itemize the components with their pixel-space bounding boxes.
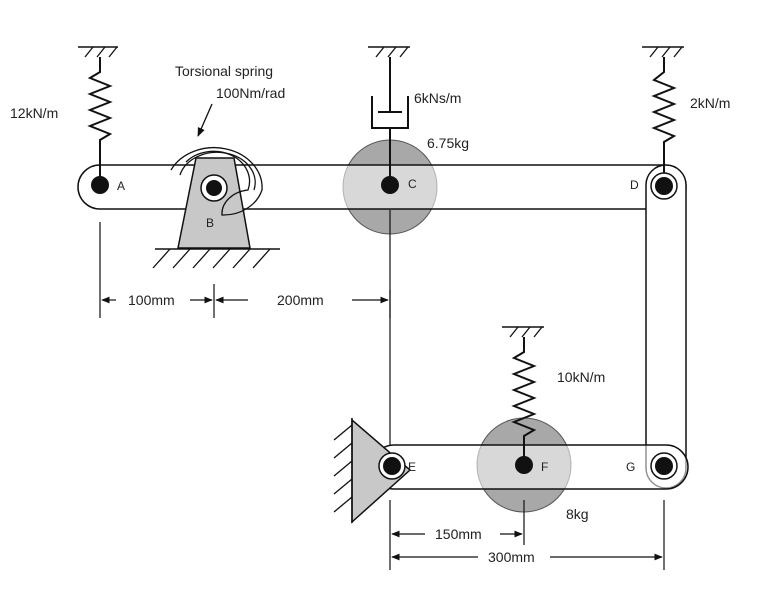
stiffness-label-f: 10kN/m <box>557 369 605 385</box>
point-label-e: E <box>408 460 416 474</box>
dimension-label-bc: 200mm <box>277 292 324 308</box>
vertical-link-dg <box>645 164 687 489</box>
torsion-arrow <box>197 103 213 137</box>
point-label-f: F <box>541 460 548 474</box>
joint-a <box>91 176 109 194</box>
joint-e <box>383 457 401 475</box>
spring-f <box>502 326 544 465</box>
damper-c <box>368 46 410 185</box>
dimension-label-ab: 100mm <box>128 292 175 308</box>
joint-c <box>381 176 399 194</box>
point-label-b: B <box>206 216 214 230</box>
joint-d <box>655 177 673 195</box>
pivot-support-b <box>152 157 280 269</box>
point-label-c: C <box>408 177 417 191</box>
mass-label-c: 6.75kg <box>427 135 469 151</box>
joint-b <box>206 180 222 196</box>
torsion-value-label: 100Nm/rad <box>216 85 285 101</box>
dimension-lines <box>99 222 665 570</box>
damping-label: 6kNs/m <box>414 90 461 106</box>
torsional-spring <box>170 147 263 216</box>
stiffness-label-d: 2kN/m <box>690 95 730 111</box>
stiffness-label-a: 12kN/m <box>10 105 58 121</box>
point-label-g: G <box>626 460 635 474</box>
point-label-a: A <box>117 179 125 193</box>
torsion-title-label: Torsional spring <box>175 63 273 79</box>
dimension-label-eg: 300mm <box>488 549 535 565</box>
point-label-d: D <box>630 178 639 192</box>
joint-f <box>515 456 533 474</box>
mass-label-f: 8kg <box>566 506 589 522</box>
spring-d <box>642 46 684 185</box>
dimension-label-ef: 150mm <box>435 526 482 542</box>
joint-g <box>655 457 673 475</box>
spring-a <box>78 46 118 185</box>
